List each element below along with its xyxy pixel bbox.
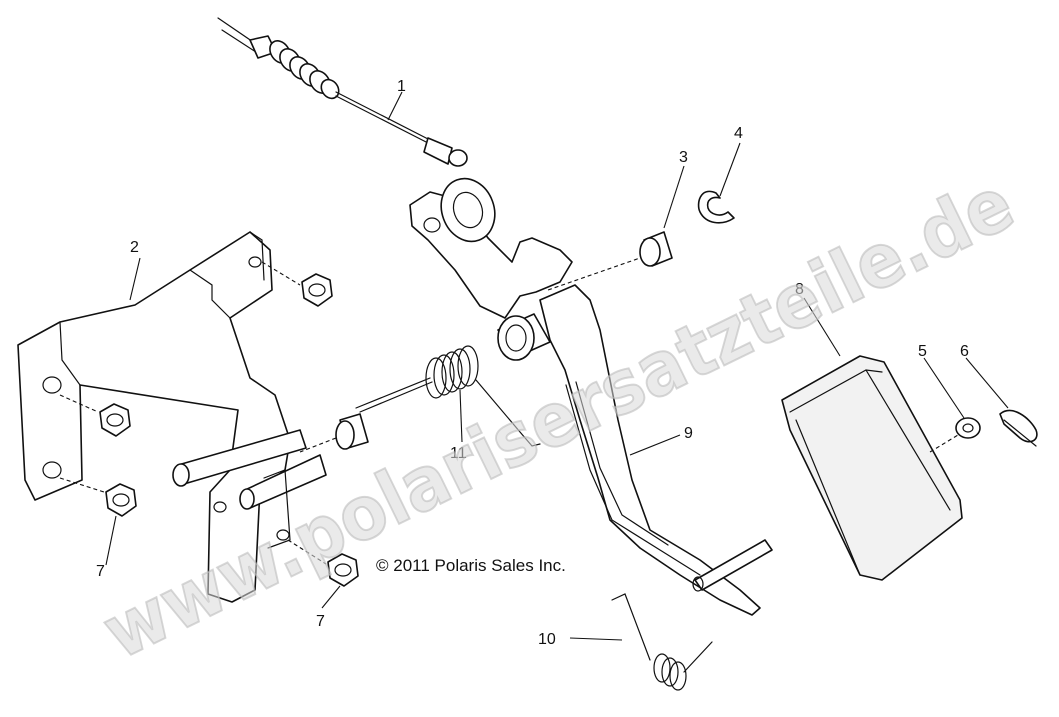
callout-6: 6: [960, 343, 969, 360]
washer-5: [929, 417, 981, 453]
return-spring-10: [611, 593, 713, 691]
flange-nut-lower-right: [287, 539, 359, 587]
flange-nut-lower-left: [59, 477, 137, 517]
callout-8: 8: [795, 281, 804, 298]
torsion-spring-11: [355, 345, 541, 447]
e-clip-4: [697, 190, 735, 224]
callout-11: 11: [450, 445, 467, 462]
pivot-bushing-3: [547, 231, 673, 291]
throttle-cable: [217, 17, 468, 167]
callout-leaders: [105, 91, 1009, 641]
callout-7-left: 7: [96, 563, 105, 580]
callout-5: 5: [918, 343, 927, 360]
throttle-pedal-9: [409, 177, 773, 616]
hitch-pin-6: [999, 409, 1038, 447]
pedal-mount-bracket: [17, 231, 327, 603]
flange-nut-upper: [261, 261, 333, 307]
bushing-left: [299, 413, 369, 453]
callout-9: 9: [684, 425, 693, 442]
callout-3: 3: [679, 149, 688, 166]
pedal-pad-8: [781, 355, 963, 581]
flange-nut-middle: [59, 394, 131, 437]
callout-2: 2: [130, 239, 139, 256]
cable-spring-boot: [269, 40, 340, 100]
callout-10: 10: [538, 631, 556, 648]
copyright-notice: © 2011 Polaris Sales Inc.: [376, 556, 566, 575]
callout-4: 4: [734, 125, 743, 142]
callout-1: 1: [397, 78, 406, 95]
callout-7-right: 7: [316, 613, 325, 630]
